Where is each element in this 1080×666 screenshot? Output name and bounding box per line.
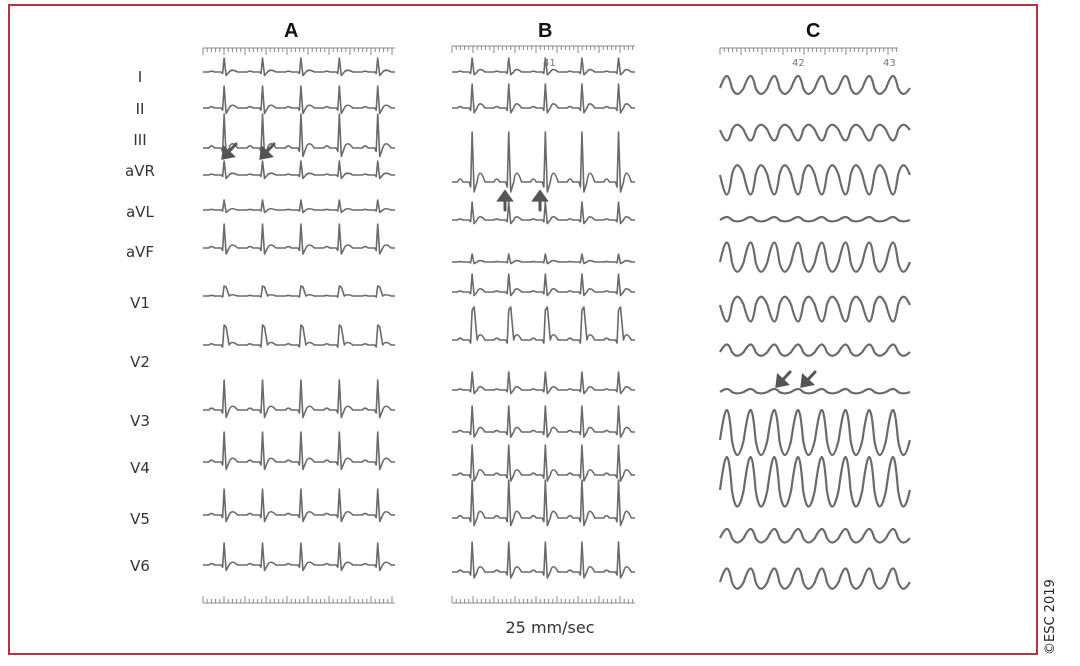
lead-label-ii: II: [135, 100, 145, 118]
lead-label-i: I: [137, 68, 143, 86]
arrow-b-2: [531, 189, 549, 212]
trace-c-avf: [718, 295, 911, 323]
lead-label-v6: V6: [130, 557, 150, 575]
annotation-arrows: [221, 142, 817, 388]
trace-c-v3: [718, 408, 911, 457]
ruler-number-b: 41: [543, 58, 556, 69]
trace-a-avl: [203, 199, 395, 214]
lead-label-avl: aVL: [126, 203, 154, 221]
ruler-top-b: [451, 45, 635, 53]
trace-a-iii: [203, 113, 395, 158]
lead-label-v3: V3: [130, 412, 150, 430]
ruler-top-c: [719, 47, 898, 55]
trace-c-v6: [718, 567, 911, 590]
trace-c-v2: [719, 387, 911, 395]
lead-label-v1: V1: [130, 294, 150, 312]
trace-c-avr: [719, 215, 911, 223]
ruler-bottom-b: [451, 596, 635, 604]
trace-b-ii: [452, 83, 635, 114]
trace-c-iii: [718, 164, 911, 196]
panel-title-b: B: [538, 20, 553, 42]
copyright-notice: ©ESC 2019: [1043, 579, 1058, 655]
lead-label-v2: V2: [130, 353, 150, 371]
trace-c-ii: [718, 123, 911, 142]
trace-c-v4: [718, 455, 911, 508]
trace-b-v4: [452, 444, 635, 482]
figure-frame: [8, 4, 1038, 655]
trace-a-v3: [203, 379, 395, 419]
lead-label-iii: III: [133, 131, 147, 149]
trace-a-v2: [203, 324, 395, 348]
ruler-top-a: [202, 47, 395, 55]
trace-b-avr: [452, 201, 635, 225]
time-rulers: [202, 45, 898, 604]
trace-a-v1: [203, 285, 395, 298]
arrow-c-2: [800, 370, 817, 388]
arrow-b-1: [496, 189, 514, 212]
arrow-c-1: [775, 370, 792, 388]
trace-a-avf: [203, 223, 395, 255]
trace-b-i: [452, 57, 635, 76]
trace-b-v5: [452, 479, 635, 527]
lead-label-v5: V5: [130, 510, 150, 528]
arrow-a-1: [221, 142, 238, 160]
lead-label-avf: aVF: [125, 243, 155, 261]
ruler-number-c2: 43: [883, 58, 896, 69]
trace-a-ii: [203, 85, 395, 115]
trace-b-v3: [452, 405, 635, 438]
ruler-number-c1: 42: [792, 58, 805, 69]
ruler-bottom-a: [202, 596, 395, 604]
arrow-a-2: [259, 142, 276, 160]
trace-b-v2: [452, 371, 635, 395]
panel-title-c: C: [806, 20, 821, 42]
trace-b-iii: [452, 131, 635, 193]
trace-b-avf: [452, 273, 635, 297]
trace-a-v5: [203, 488, 395, 523]
trace-c-avl: [718, 241, 911, 273]
trace-b-avl: [452, 253, 635, 265]
trace-a-avr: [203, 160, 395, 180]
lead-label-avr: aVR: [125, 162, 155, 180]
trace-a-v4: [203, 431, 395, 471]
trace-c-v1: [719, 343, 911, 357]
trace-a-i: [203, 57, 395, 77]
trace-a-v6: [203, 542, 395, 572]
trace-c-v5: [719, 527, 911, 544]
trace-c-i: [718, 74, 911, 96]
trace-b-v6: [452, 541, 635, 579]
ecg-waveforms: [203, 57, 911, 590]
trace-b-v1: [452, 306, 635, 344]
panel-title-a: A: [284, 20, 299, 42]
paper-speed-label: 25 mm/sec: [505, 618, 595, 637]
lead-label-v4: V4: [130, 459, 150, 477]
